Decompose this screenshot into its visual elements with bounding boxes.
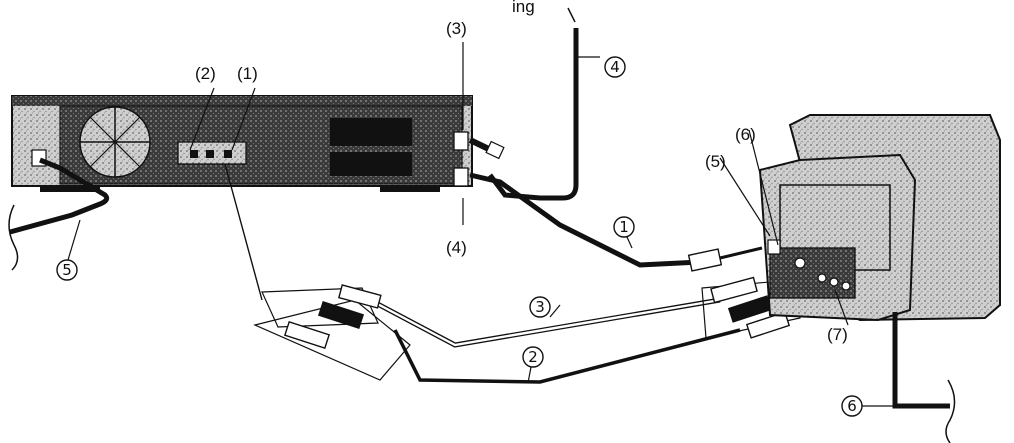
- vcr-rf-out-jack: [453, 167, 469, 187]
- rf-cable: [469, 172, 763, 272]
- vcr-antenna-in-jack: [453, 131, 469, 151]
- svg-text:1: 1: [619, 218, 629, 236]
- svg-text:5: 5: [62, 261, 72, 279]
- tv-av-jack-3: [841, 281, 851, 291]
- label-p4: (4): [446, 238, 467, 257]
- antenna-cable: [468, 7, 579, 201]
- tv-jack-6: [794, 257, 806, 269]
- av-plugs-left: [253, 284, 411, 381]
- av-plugs-right: [701, 275, 843, 339]
- cable-label-5: 5: [56, 259, 78, 281]
- av-cable-upper: [368, 297, 721, 348]
- vcr-unit: [11, 95, 473, 192]
- av-lead-from-vcr: [224, 163, 263, 301]
- vcr-power-cable: [8, 157, 110, 271]
- label-p3: (3): [446, 19, 467, 38]
- label-p5: (5): [705, 152, 726, 171]
- leader-lines: [67, 42, 895, 407]
- label-p7: (7): [827, 325, 848, 344]
- tv-antenna-jack: [767, 239, 781, 255]
- svg-text:6: 6: [847, 397, 857, 415]
- cable-label-6: 6: [841, 395, 863, 417]
- cable-label-1: 1: [613, 216, 635, 238]
- tv-unit: [758, 114, 1001, 322]
- tv-rear-panel: [769, 247, 856, 299]
- tv-power-cable: [892, 312, 956, 443]
- cable-label-2: 2: [522, 346, 544, 368]
- label-p2: (2): [195, 64, 216, 83]
- fan-grille: [79, 106, 151, 178]
- header-text-fragment: ing: [512, 0, 535, 16]
- tv-av-jack-2: [829, 277, 839, 287]
- cable-label-4: 4: [604, 56, 626, 78]
- svg-text:4: 4: [610, 58, 620, 76]
- svg-text:3: 3: [535, 298, 545, 316]
- tv-av-jack-1: [817, 273, 827, 283]
- label-p6: (6): [735, 125, 756, 144]
- label-p1: (1): [237, 64, 258, 83]
- av-cable-lower: [393, 328, 741, 384]
- svg-text:2: 2: [528, 348, 538, 366]
- cable-label-3: 3: [529, 296, 551, 318]
